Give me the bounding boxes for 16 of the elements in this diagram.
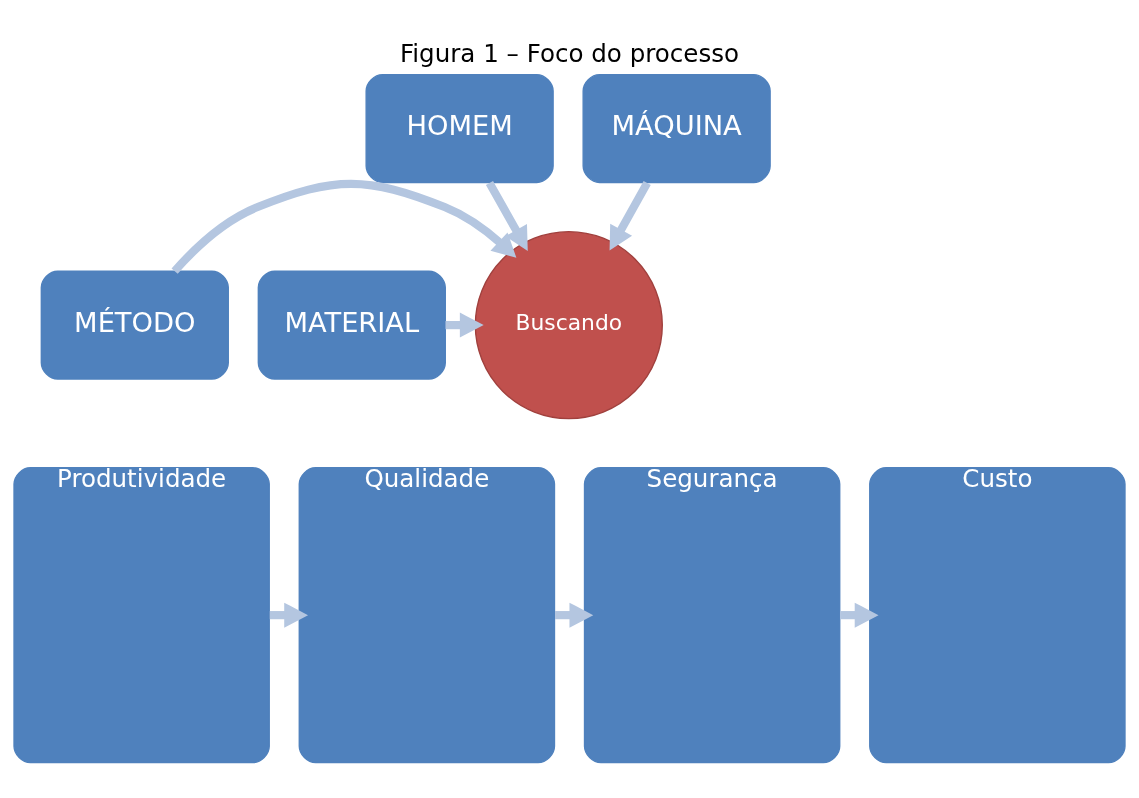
arrow: [445, 312, 484, 338]
diagram-title: Figura 1 – Foco do processo: [399, 38, 740, 68]
arrow: [840, 602, 879, 628]
arrow: [609, 180, 651, 251]
arrow: [171, 179, 517, 274]
node-box: Produtividade: [13, 466, 270, 763]
arrow: [555, 602, 594, 628]
node-box: HOMEM: [365, 73, 554, 183]
arrow: [269, 602, 309, 628]
node-box: Qualidade: [298, 466, 556, 763]
arrow: [485, 180, 528, 251]
node-box: Segurança: [583, 466, 841, 763]
node-box: MÁQUINA: [582, 73, 771, 183]
node-box: MATERIAL: [257, 270, 446, 380]
node-box: MÉTODO: [40, 270, 229, 380]
node-box: Custo: [869, 466, 1126, 763]
